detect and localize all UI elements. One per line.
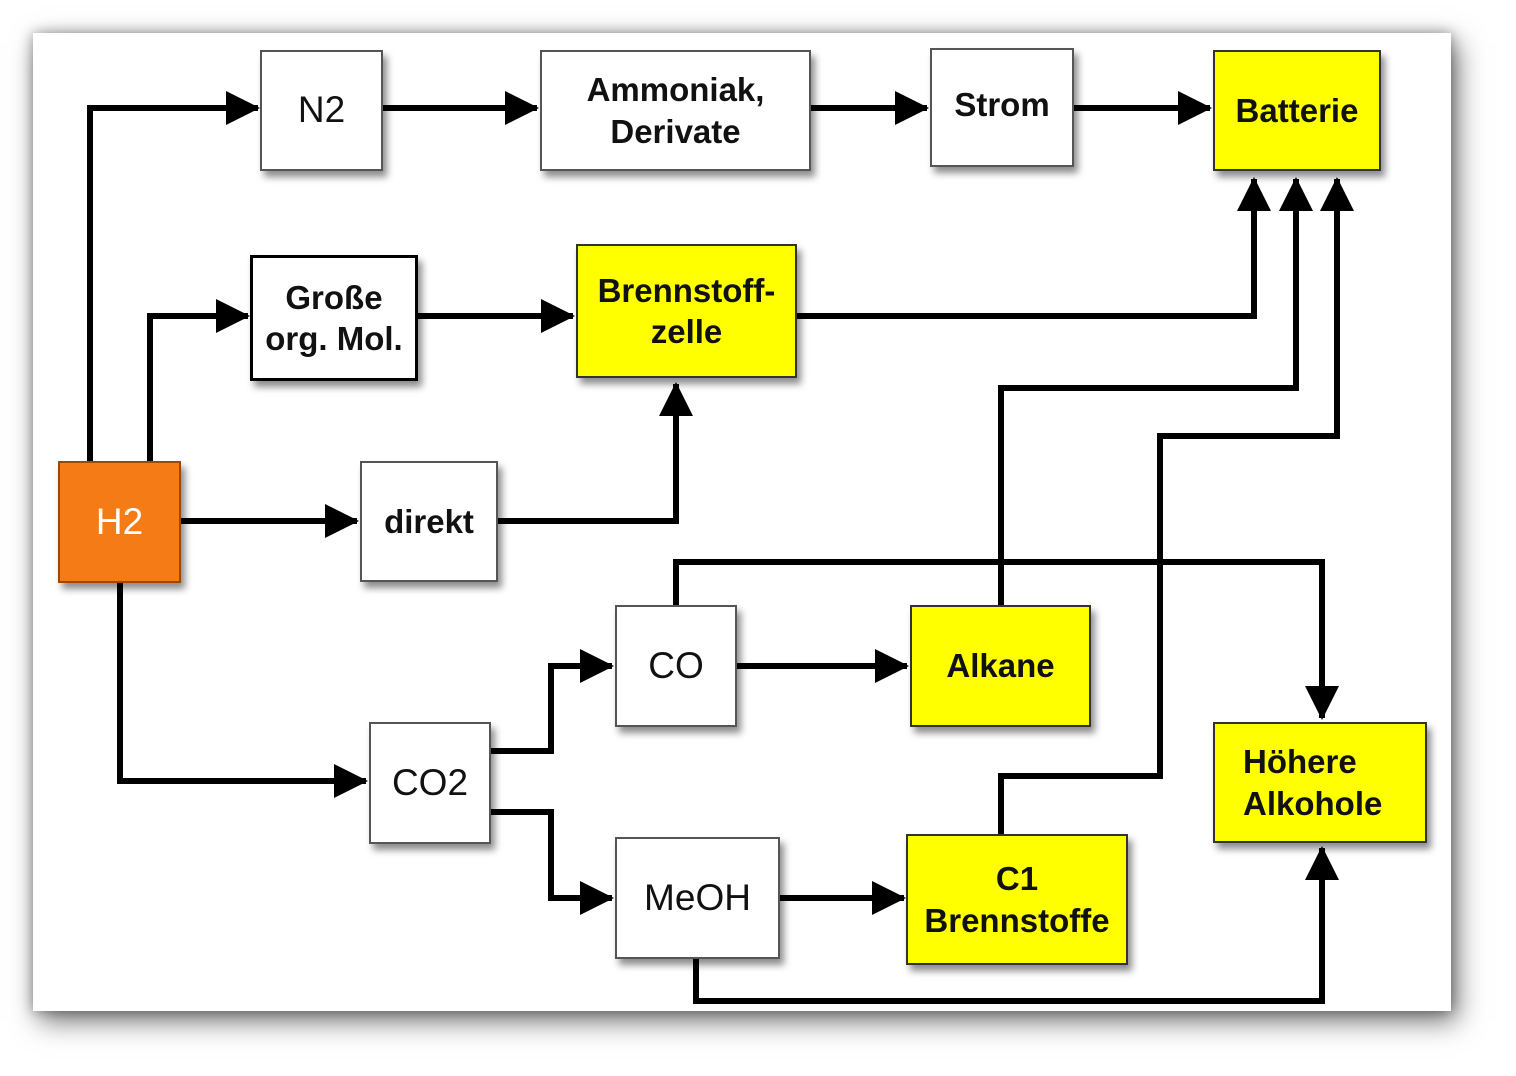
node-n2: N2 (260, 50, 383, 171)
node-label: Höhere Alkohole (1243, 743, 1383, 822)
diagram-connectors (87, 91, 1354, 1004)
edge-h2-n2 (87, 105, 258, 462)
arrowhead-batterie-bottom-3 (1320, 177, 1354, 211)
node-grosse: Große org. Mol. (250, 255, 418, 381)
node-direkt: direkt (360, 461, 498, 582)
arrowhead-alkohole-bottom (1305, 846, 1339, 880)
arrowhead-meoh (580, 881, 614, 915)
node-label: Batterie (1235, 92, 1359, 129)
arrowhead-grosse (216, 299, 250, 333)
node-alkane: Alkane (910, 605, 1091, 727)
arrowhead-alkohole-top (1305, 686, 1339, 720)
node-batterie: Batterie (1213, 50, 1381, 171)
node-label: MeOH (644, 876, 751, 918)
arrowhead-direkt (325, 504, 359, 538)
node-c1: C1 Brennstoffe (906, 834, 1128, 965)
node-h2: H2 (58, 461, 181, 583)
node-ammoniak: Ammoniak, Derivate (540, 50, 811, 171)
node-label: C1 Brennstoffe (924, 860, 1110, 939)
arrowhead-co2 (334, 764, 368, 798)
arrowhead-brennstoffzelle-bottom (659, 382, 693, 416)
edge-c1-batterie (998, 179, 1340, 834)
arrowhead-batterie-bottom-1 (1237, 177, 1271, 211)
arrowhead-strom (895, 91, 929, 125)
edge-meoh-alkohole (693, 848, 1325, 1004)
arrowhead-brennstoffzelle-left (541, 299, 575, 333)
arrowhead-ammoniak (505, 91, 539, 125)
node-alkohole: Höhere Alkohole (1213, 722, 1427, 843)
node-label: CO2 (391, 761, 469, 803)
node-label: Große org. Mol. (265, 278, 403, 357)
edge-h2-co2 (117, 582, 366, 784)
node-label: Alkane (946, 647, 1055, 685)
node-label: Strom (954, 86, 1050, 123)
node-label: Ammoniak, Derivate (586, 71, 765, 150)
node-label: direkt (384, 502, 474, 540)
node-strom: Strom (930, 48, 1074, 167)
node-brennstoffzelle: Brennstoff- zelle (576, 244, 797, 378)
node-label: N2 (297, 89, 346, 131)
node-label: CO (648, 644, 704, 686)
edge-h2-grosse (147, 313, 248, 462)
node-co: CO (615, 605, 737, 727)
edge-direkt-brennstoffzelle (497, 384, 679, 524)
arrowhead-c1 (872, 881, 906, 915)
arrowhead-n2 (226, 91, 260, 125)
arrowhead-batterie-bottom-2 (1279, 177, 1313, 211)
arrowhead-batterie-left (1178, 91, 1212, 125)
node-label: H2 (95, 500, 144, 542)
node-co2: CO2 (369, 722, 491, 844)
edge-brennstoffzelle-batterie (796, 179, 1257, 319)
node-label: Brennstoff- zelle (597, 271, 776, 350)
edge-co2-co (490, 663, 612, 754)
arrowhead-co (580, 649, 614, 683)
arrowhead-alkane (875, 649, 909, 683)
edge-alkane-batterie (998, 179, 1299, 606)
node-meoh: MeOH (615, 837, 780, 959)
edge-co2-meoh (490, 809, 612, 901)
diagram-panel: N2 Ammoniak, Derivate Strom Batterie Gro… (33, 33, 1451, 1011)
